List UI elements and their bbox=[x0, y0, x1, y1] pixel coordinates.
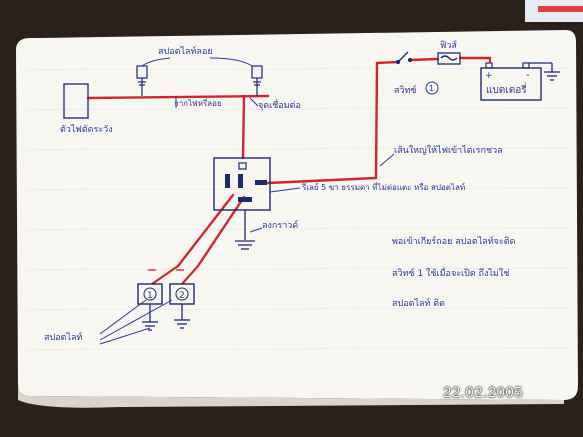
label-note-line2: สวิทซ์ 1 ใช้เมื่อจะเปิด ถึงไม่ใช่ bbox=[392, 266, 509, 279]
paper-edge-red bbox=[538, 6, 583, 12]
spotlight-1 bbox=[137, 265, 179, 331]
card-shadow bbox=[18, 384, 564, 408]
headlight-right bbox=[251, 65, 263, 96]
spotlight-2 bbox=[169, 265, 199, 329]
label-note-line3: สปอตไลท์ ติด bbox=[392, 297, 445, 309]
relay-symbol bbox=[213, 157, 271, 250]
leader-lines bbox=[99, 57, 395, 345]
label-spotlights: สปอตไลท์ bbox=[44, 331, 82, 343]
label-ground: ลงกราวด์ bbox=[262, 219, 298, 231]
label-battery: แบตเตอรี่ bbox=[486, 82, 527, 96]
label-battery-feed: เส้นใหญ่ให้ไฟเข้าไดเรกชวล bbox=[394, 145, 503, 156]
switch-number-ring bbox=[425, 81, 439, 95]
label-relay: รีเลย์ 5 ขา ธรรมดา ที่ไม่ต่อแตะ หรือ สปอ… bbox=[301, 181, 465, 192]
fuse-box-symbol bbox=[63, 83, 89, 119]
label-battery-plus: + bbox=[485, 71, 493, 81]
label-spot1: 1 bbox=[147, 291, 153, 301]
label-spot2: 2 bbox=[179, 291, 185, 301]
index-card bbox=[16, 30, 578, 400]
fuse-symbol bbox=[437, 52, 461, 65]
label-power-entry: จุดเชื่อมต่อ bbox=[258, 98, 301, 111]
label-fuse: ฟิวส์ bbox=[440, 39, 457, 51]
label-headlights-top: สปอตไลท์ลอย bbox=[158, 45, 213, 57]
date-stamp: 22.02.2005 bbox=[443, 384, 524, 401]
card-grid bbox=[23, 67, 573, 351]
switch-symbol bbox=[395, 51, 413, 65]
label-note-line1: พอเข้าเกียร์ถอย สปอตไลท์จะติด bbox=[392, 235, 516, 247]
label-switch: สวิทซ์ bbox=[394, 84, 417, 96]
battery-symbol bbox=[480, 58, 560, 101]
label-fuse-box: ตัวไฟตัดระวัง bbox=[60, 124, 113, 135]
label-switch-number: 1 bbox=[429, 84, 434, 93]
label-from-fuse: จากไฟหรี่ลอย bbox=[174, 97, 222, 108]
wires bbox=[86, 56, 492, 268]
label-battery-minus: - bbox=[526, 70, 530, 81]
